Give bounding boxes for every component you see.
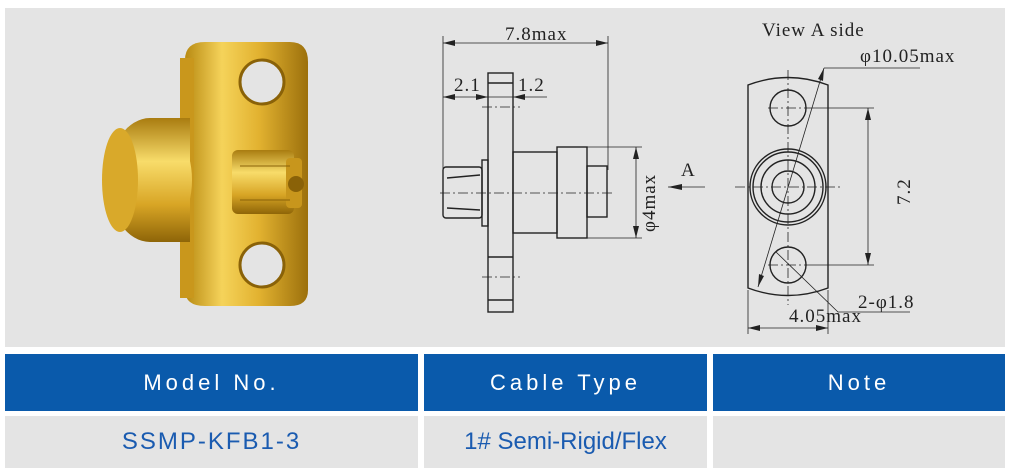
side-view-drawing bbox=[440, 36, 705, 313]
header-note: Note bbox=[713, 354, 1005, 411]
view-title: View A side bbox=[762, 20, 865, 41]
overall-length-label: 7.8max bbox=[505, 24, 567, 45]
cable-type-value: 1# Semi-Rigid/Flex bbox=[464, 428, 667, 455]
hole-spacing-label: 7.2 bbox=[894, 178, 915, 205]
flange-width-label: 4.05max bbox=[789, 306, 862, 327]
header-model-no: Model No. bbox=[5, 354, 418, 411]
flange-thickness-label: 1.2 bbox=[518, 75, 545, 96]
cell-model: SSMP-KFB1-3 bbox=[5, 416, 418, 468]
hole-diameter-label: 2-φ1.8 bbox=[858, 292, 915, 313]
product-illustration: 7.8max 2.1 1.2 φ4max A View A side φ10.0… bbox=[102, 20, 955, 334]
connector-photo bbox=[102, 42, 308, 306]
header-label: Note bbox=[827, 369, 891, 395]
header-label: Model No. bbox=[143, 369, 280, 395]
body-diameter-label: φ4max bbox=[639, 174, 660, 232]
flange-diameter-label: φ10.05max bbox=[860, 46, 955, 67]
left-length-label: 2.1 bbox=[454, 75, 481, 96]
end-view-drawing bbox=[735, 67, 920, 334]
cell-cable-type: 1# Semi-Rigid/Flex bbox=[424, 416, 707, 468]
header-cable-type: Cable Type bbox=[424, 354, 707, 411]
view-arrow-label: A bbox=[681, 160, 696, 181]
header-label: Cable Type bbox=[490, 369, 641, 395]
model-value: SSMP-KFB1-3 bbox=[121, 428, 302, 455]
cell-note bbox=[713, 416, 1005, 468]
